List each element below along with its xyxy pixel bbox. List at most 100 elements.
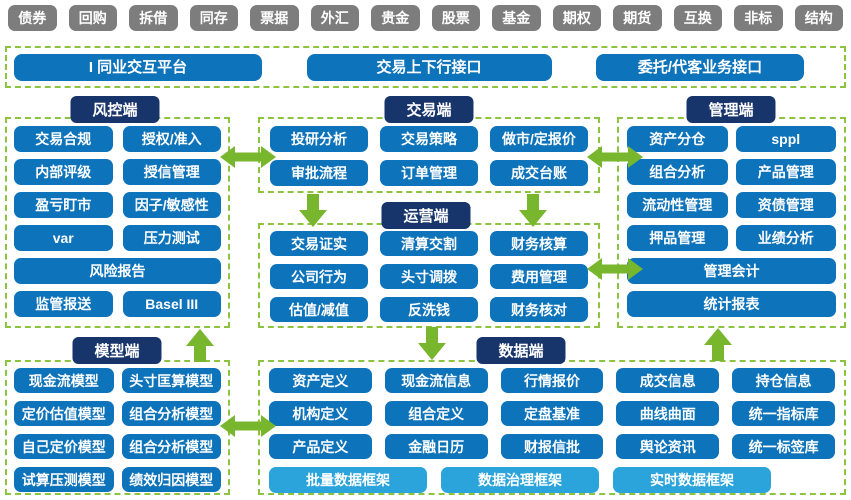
data-module: 持仓信息 (732, 368, 835, 393)
operations-module: 公司行为 (270, 264, 368, 289)
data-framework-row: 批量数据框架数据治理框架实时数据框架 (260, 459, 844, 493)
up-arrow-icon (186, 329, 214, 362)
risk-module: 压力测试 (122, 225, 221, 251)
product-category-button: 票据 (250, 5, 299, 31)
product-category-button: 回购 (68, 5, 117, 31)
management-module: sppl (735, 126, 836, 152)
data-framework-module: 数据治理框架 (441, 467, 599, 493)
data-module: 机构定义 (269, 401, 372, 426)
model-module: 头寸匡算模型 (121, 368, 221, 393)
trade-module: 交易策略 (380, 126, 478, 152)
management-module: 管理会计 (627, 258, 836, 284)
product-category-button: 债券 (8, 5, 57, 31)
product-category-bar: 债券回购拆借同存票据外汇贵金股票基金期权期货互换非标结构 (8, 5, 843, 31)
trade-module: 审批流程 (270, 160, 368, 186)
risk-module: 授权/准入 (122, 126, 221, 152)
data-module: 成交信息 (616, 368, 720, 393)
data-module: 财报信批 (500, 434, 604, 459)
model-module: 组合分析模型 (121, 401, 221, 426)
interface-button: I 同业交互平台 (14, 53, 262, 81)
product-category-button: 期权 (552, 5, 601, 31)
risk-module: Basel III (122, 291, 221, 317)
management-module: 流动性管理 (627, 192, 728, 218)
product-category-button: 互换 (673, 5, 722, 31)
model-module: 现金流模型 (14, 368, 114, 393)
operations-module: 反洗钱 (380, 297, 478, 322)
management-module: 产品管理 (735, 159, 836, 185)
data-module: 统一指标库 (732, 401, 835, 426)
interface-layer-box: I 同业交互平台 交易上下行接口 委托/代客业务接口 (5, 46, 846, 88)
down-arrow-icon (519, 194, 547, 227)
double-arrow-icon (587, 258, 643, 280)
data-module: 统一标签库 (732, 434, 835, 459)
model-group-header: 模型端 (72, 337, 162, 364)
risk-module: 盈亏盯市 (14, 192, 113, 218)
risk-module: 监管报送 (14, 291, 113, 317)
data-module: 产品定义 (269, 434, 372, 459)
double-arrow-icon (587, 146, 643, 168)
double-arrow-icon (220, 146, 276, 168)
product-category-button: 非标 (734, 5, 783, 31)
product-category-button: 同存 (189, 5, 238, 31)
data-module: 定盘基准 (500, 401, 604, 426)
risk-module: 交易合规 (14, 126, 113, 152)
operations-module: 估值/减值 (270, 297, 368, 322)
up-arrow-icon (704, 328, 732, 361)
trade-module: 做市/定报价 (490, 126, 588, 152)
trade-module: 成交台账 (490, 160, 588, 186)
management-module: 业绩分析 (735, 225, 836, 251)
model-module: 自己定价模型 (14, 434, 114, 459)
product-category-button: 基金 (492, 5, 541, 31)
risk-module: 因子/敏感性 (122, 192, 221, 218)
product-category-button: 期货 (613, 5, 662, 31)
management-module: 统计报表 (627, 291, 836, 317)
management-group-header: 管理端 (686, 96, 776, 123)
data-module: 曲线曲面 (616, 401, 720, 426)
management-module: 资债管理 (735, 192, 836, 218)
risk-module: 授信管理 (122, 159, 221, 185)
operations-module: 费用管理 (490, 264, 588, 289)
data-module: 金融日历 (384, 434, 488, 459)
operations-group-header: 运营端 (381, 202, 471, 229)
product-category-button: 结构 (794, 5, 843, 31)
management-module: 组合分析 (627, 159, 728, 185)
trade-module: 订单管理 (380, 160, 478, 186)
double-arrow-icon (220, 415, 276, 437)
management-module: 押品管理 (627, 225, 728, 251)
risk-module: 内部评级 (14, 159, 113, 185)
model-module: 组合分析模型 (121, 434, 221, 459)
model-module: 定价估值模型 (14, 401, 114, 426)
model-group-box: 现金流模型头寸匡算模型定价估值模型组合分析模型自己定价模型组合分析模型试算压测模… (5, 360, 230, 495)
risk-group-box: 交易合规授权/准入内部评级授信管理盈亏盯市因子/敏感性 var 压力测试风险报告监管… (5, 117, 230, 328)
model-module: 绩效归因模型 (121, 467, 221, 492)
operations-group-box: 交易证实清算交割财务核算公司行为头寸调拨费用管理估值/减值反洗钱财务核对 (258, 223, 600, 328)
data-framework-module: 批量数据框架 (269, 467, 427, 493)
data-module: 行情报价 (500, 368, 604, 393)
risk-module: 风险报告 (14, 258, 221, 284)
model-module: 试算压测模型 (14, 467, 114, 492)
risk-module: var (14, 225, 113, 251)
product-category-button: 拆借 (129, 5, 178, 31)
interface-button: 委托/代客业务接口 (596, 53, 804, 81)
data-group-header: 数据端 (476, 337, 566, 364)
risk-group-header: 风控端 (70, 96, 160, 123)
product-category-button: 外汇 (310, 5, 359, 31)
down-arrow-icon (299, 194, 327, 227)
data-module-grid: 资产定义现金流信息行情报价成交信息持仓信息机构定义组合定义定盘基准曲线曲面统一指… (260, 362, 844, 459)
trade-group-box: 投研分析交易策略做市/定报价审批流程订单管理成交台账 (258, 117, 600, 193)
trade-module: 投研分析 (270, 126, 368, 152)
data-group-box: 资产定义现金流信息行情报价成交信息持仓信息机构定义组合定义定盘基准曲线曲面统一指… (258, 360, 846, 495)
product-category-button: 贵金 (371, 5, 420, 31)
data-module: 现金流信息 (384, 368, 488, 393)
operations-module: 财务核对 (490, 297, 588, 322)
data-module: 组合定义 (384, 401, 488, 426)
down-arrow-icon (418, 327, 446, 360)
operations-module: 财务核算 (490, 231, 588, 256)
product-category-button: 股票 (431, 5, 480, 31)
data-module: 资产定义 (269, 368, 372, 393)
data-module: 舆论资讯 (616, 434, 720, 459)
interface-button: 交易上下行接口 (306, 53, 552, 81)
operations-module: 头寸调拨 (380, 264, 478, 289)
trade-group-header: 交易端 (384, 96, 474, 123)
